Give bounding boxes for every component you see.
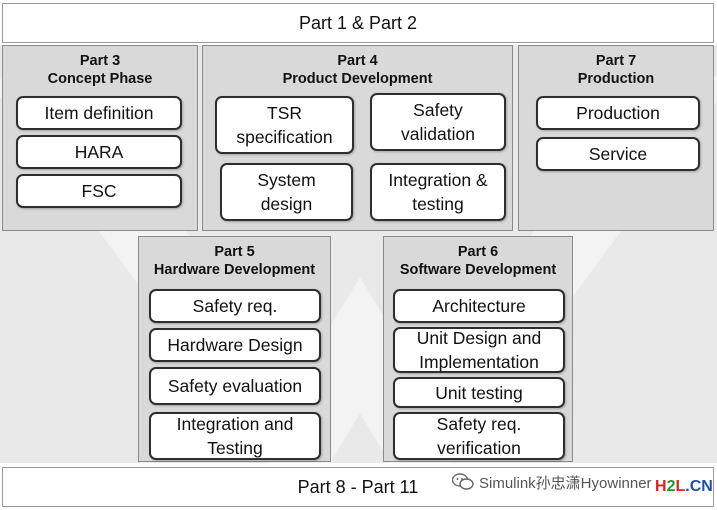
box-system-design: System design — [220, 163, 353, 221]
box-label: Unit testing — [435, 382, 523, 403]
watermark-text: Simulink孙忠潇Hyowinner — [479, 474, 652, 492]
box-safety-evaluation: Safety evaluation — [149, 367, 321, 405]
box-label-line: Integration and — [176, 414, 294, 434]
box-label-line: specification — [236, 127, 333, 147]
part4-title: Part 4 Product Development — [203, 52, 512, 88]
box-safety-req-verification: Safety req. verification — [393, 412, 565, 460]
brand-logo: H2L.CN — [655, 478, 713, 496]
part7-name: Production — [577, 71, 655, 87]
box-production: Production — [536, 96, 700, 130]
part3-number: Part 3 — [79, 53, 121, 69]
brand-l: L — [675, 478, 686, 495]
part7-number: Part 7 — [595, 53, 637, 69]
panel-part7: Part 7 Production Production Service — [518, 45, 714, 231]
box-label: FSC — [81, 181, 117, 201]
part5-number: Part 5 — [214, 244, 255, 260]
box-safety-validation: Safety validation — [370, 93, 506, 151]
box-safety-req: Safety req. — [149, 289, 321, 323]
box-label-line: validation — [401, 124, 475, 144]
top-bar: Part 1 & Part 2 — [2, 3, 714, 43]
part3-name: Concept Phase — [47, 71, 153, 87]
box-hara: HARA — [16, 135, 182, 169]
box-label: Item definition — [44, 103, 154, 123]
part4-name: Product Development — [282, 71, 433, 87]
box-hardware-design: Hardware Design — [149, 328, 321, 362]
box-label-line: Safety req. — [436, 414, 522, 434]
brand-cn: .CN — [685, 478, 713, 495]
box-label-line: testing — [412, 194, 464, 214]
top-bar-label: Part 1 & Part 2 — [298, 12, 418, 33]
part6-title: Part 6 Software Development — [384, 243, 572, 279]
part5-name: Hardware Development — [153, 262, 316, 278]
part6-number: Part 6 — [457, 244, 499, 260]
panel-part4: Part 4 Product Development TSR specificat… — [202, 45, 513, 231]
brand-h: H — [655, 478, 667, 495]
box-label-line: Safety — [413, 100, 463, 120]
wechat-icon — [452, 473, 474, 490]
box-label-line: Testing — [207, 438, 263, 458]
panel-part6: Part 6 Software Development Architecture… — [383, 236, 573, 462]
box-fsc: FSC — [16, 174, 182, 208]
part7-title: Part 7 Production — [519, 52, 713, 88]
box-integration-testing: Integration & testing — [370, 163, 506, 221]
box-item-definition: Item definition — [16, 96, 182, 130]
box-label-line: design — [260, 194, 313, 214]
box-label: Service — [588, 144, 648, 164]
box-label-line: Implementation — [419, 352, 539, 372]
box-label-line: verification — [437, 438, 521, 458]
box-label-line: Unit Design and — [416, 328, 542, 348]
box-tsr-specification: TSR specification — [215, 96, 354, 154]
box-label-line: Integration & — [388, 170, 488, 190]
box-label: Production — [576, 103, 660, 123]
panel-part5: Part 5 Hardware Development Safety req. … — [138, 236, 331, 462]
box-unit-testing: Unit testing — [393, 377, 565, 408]
box-label-line: TSR — [267, 103, 302, 123]
watermark: Simulink孙忠潇Hyowinner — [452, 470, 652, 494]
part6-name: Software Development — [399, 262, 557, 278]
box-service: Service — [536, 137, 700, 171]
bottom-bar: Part 8 - Part 11 — [2, 467, 714, 507]
box-label-line: System — [257, 170, 316, 190]
part5-title: Part 5 Hardware Development — [139, 243, 330, 279]
bottom-bar-label: Part 8 - Part 11 — [297, 476, 419, 497]
brand-2: 2 — [666, 478, 676, 495]
box-label: Safety req. — [192, 296, 278, 316]
box-label: Safety evaluation — [167, 376, 303, 396]
box-architecture: Architecture — [393, 289, 565, 323]
box-label: Hardware Design — [167, 335, 303, 355]
part4-number: Part 4 — [337, 53, 378, 69]
panel-part3: Part 3 Concept Phase Item definition HAR… — [2, 45, 198, 231]
box-label: HARA — [74, 142, 124, 162]
box-label: Architecture — [432, 296, 526, 316]
part3-title: Part 3 Concept Phase — [3, 52, 197, 88]
